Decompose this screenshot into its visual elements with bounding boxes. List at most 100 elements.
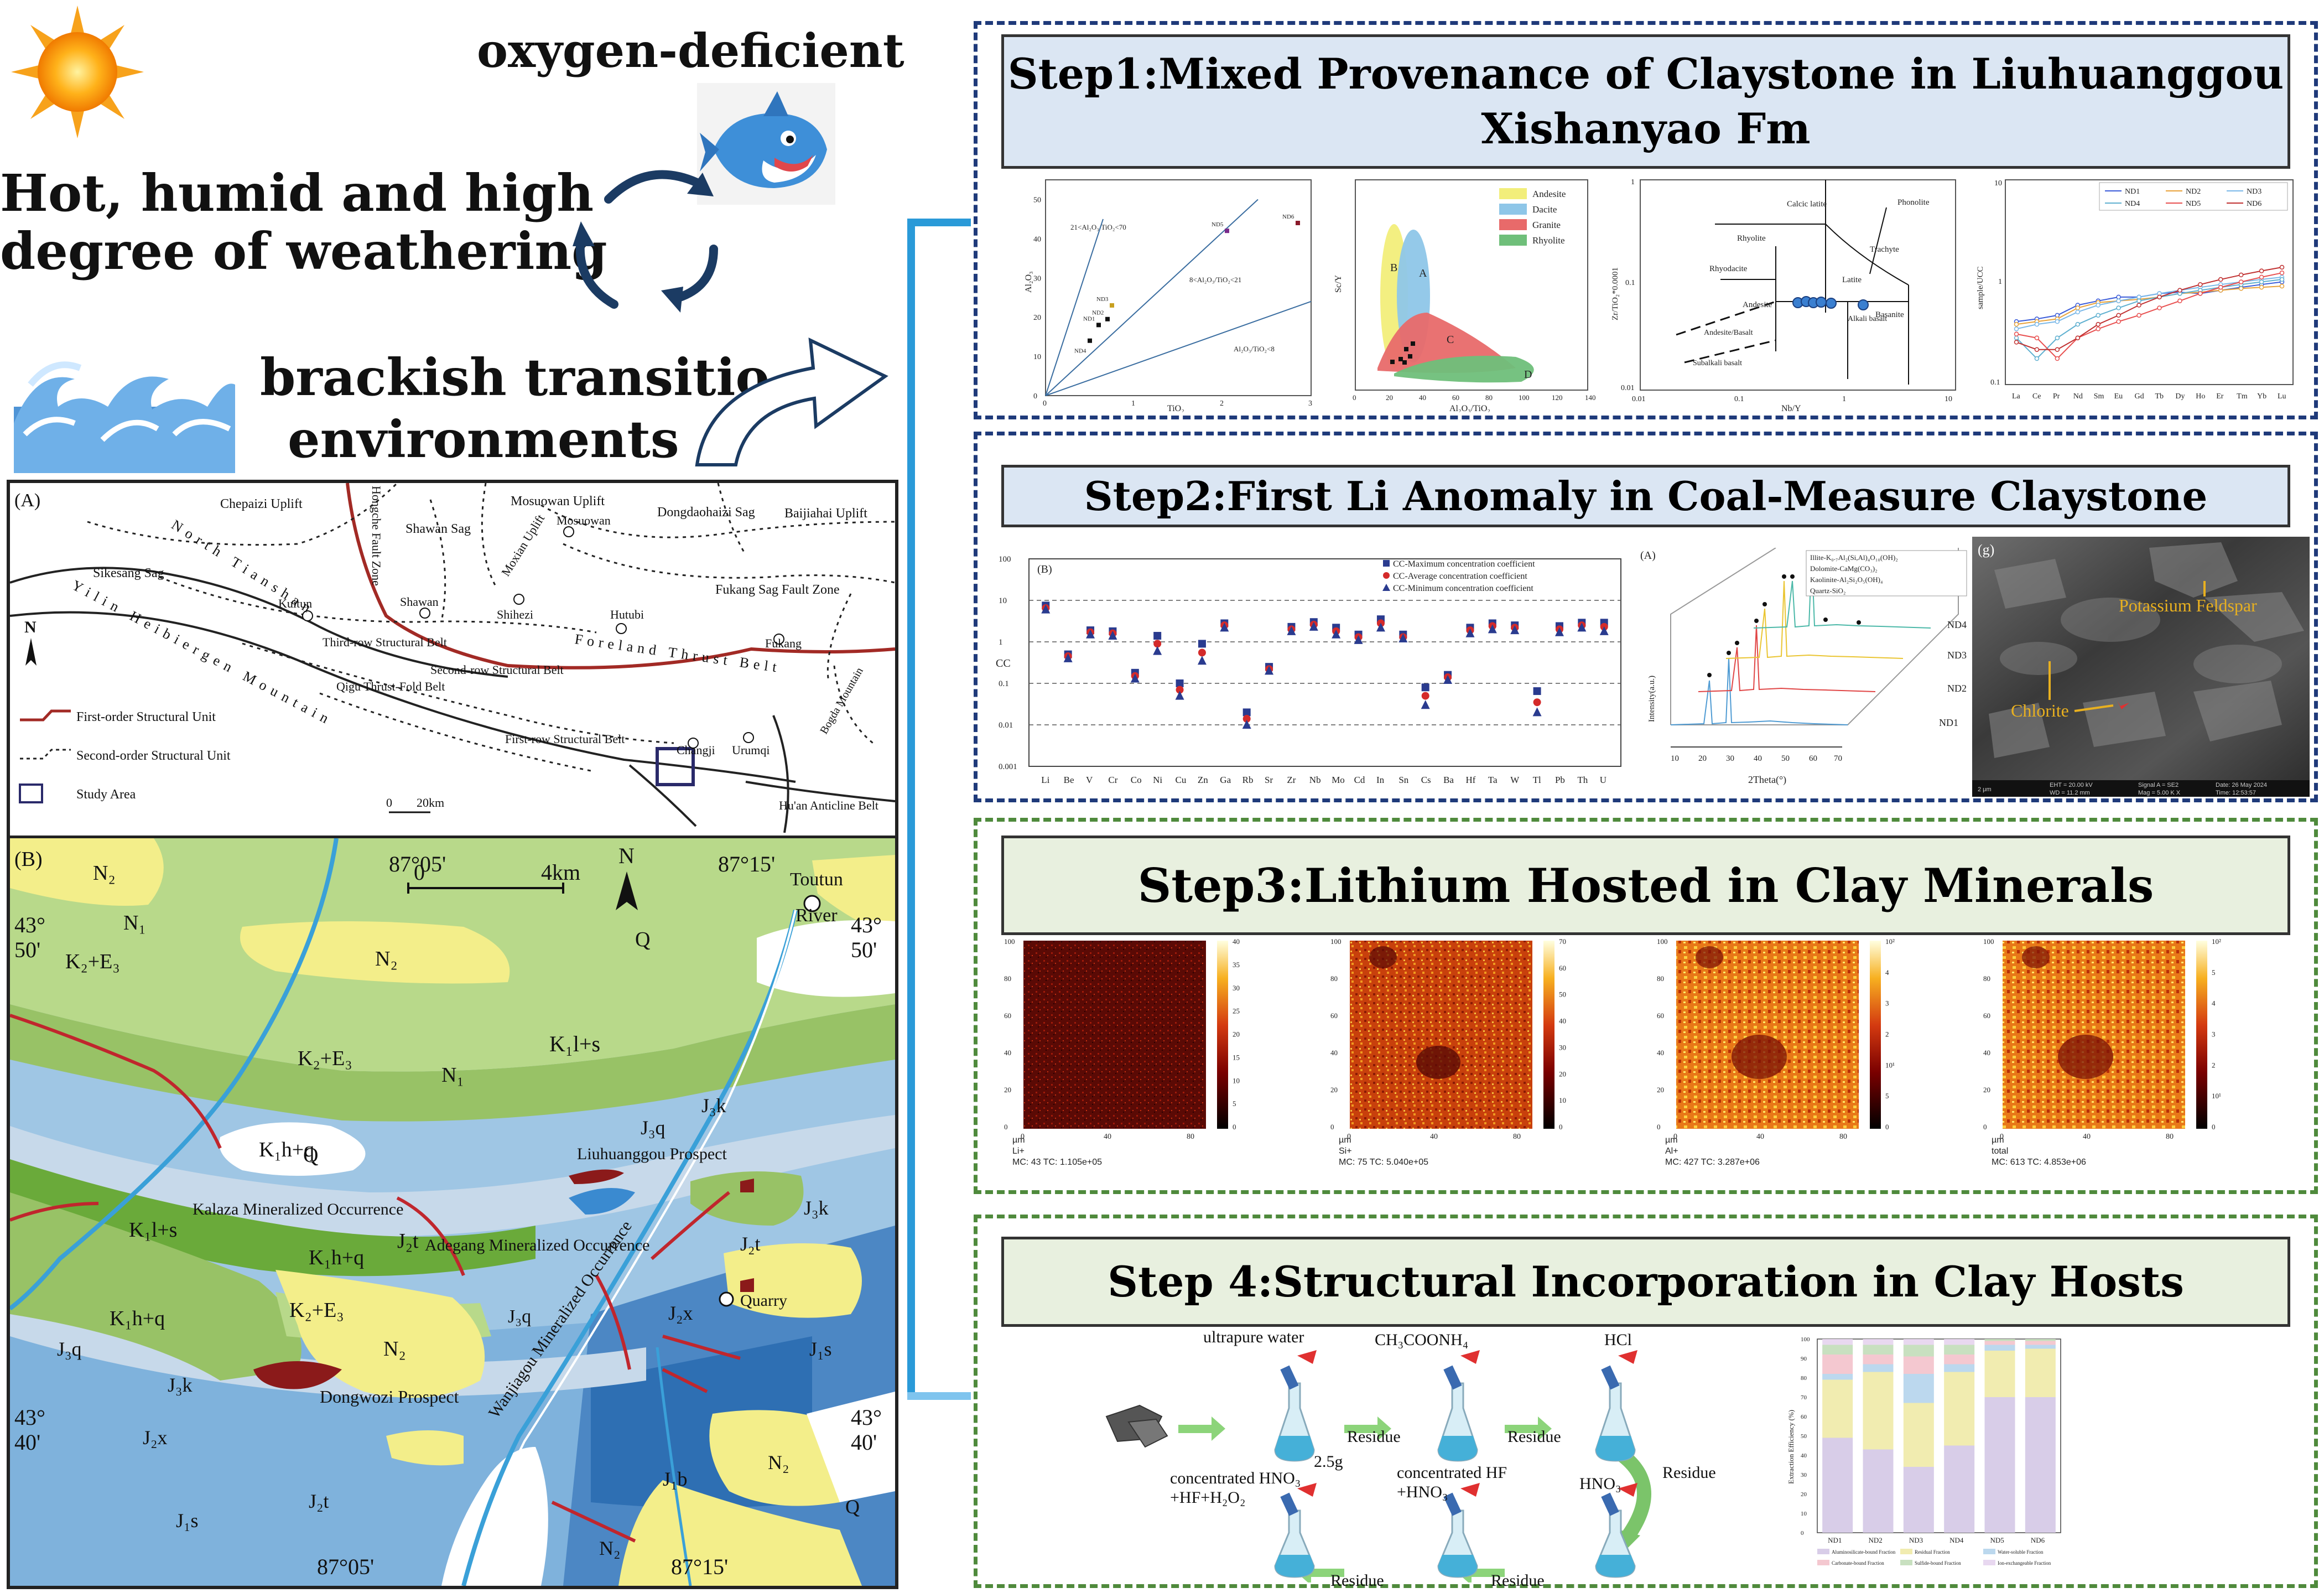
ucc-element: Yb	[2257, 392, 2266, 401]
unit-k1ls-b: K₁l+s	[129, 1218, 177, 1242]
tof-cbar-tick: 10¹	[2212, 1092, 2221, 1100]
residue-1: Residue	[1347, 1428, 1401, 1446]
coord-left-43-b: 43°	[14, 1405, 45, 1430]
tof-cbar-tick: 30	[1233, 984, 1240, 992]
tof-xtick: 0	[1021, 1133, 1025, 1141]
ucc-point	[2116, 298, 2121, 304]
cc-min-point	[1130, 673, 1140, 683]
tof-ytick: 60	[1983, 1011, 1990, 1020]
tio2-point-label: ND4	[1074, 348, 1086, 355]
provenance-legend-label: Dacite	[1532, 204, 1557, 215]
cc-legend-label: CC-Minimum concentration coefficient	[1393, 584, 1533, 593]
ucc-point	[2116, 305, 2121, 310]
bar-segment	[1944, 1339, 1975, 1345]
ucc-y01: 0.1	[1990, 378, 2000, 387]
ucc-point	[2259, 284, 2264, 290]
cc-element: Th	[1577, 775, 1588, 785]
cc-min-point	[1309, 621, 1318, 631]
coord-top-right: 87°15'	[718, 852, 775, 876]
cc-element: In	[1376, 775, 1385, 785]
ucc-point	[2198, 291, 2203, 296]
ucc-element: Gd	[2135, 392, 2144, 401]
winchester-xlabel: Nb/Y	[1781, 404, 1801, 412]
ucc-point	[2157, 294, 2162, 300]
bar-ytick: 0	[1801, 1530, 1804, 1537]
map-a-scale-20: 20km	[417, 796, 444, 810]
ucc-point	[2116, 319, 2121, 324]
bar-legend-label: Aluminosilicate-bound Fraction	[1832, 1549, 1896, 1555]
label-shawan-sag: Shawan Sag	[405, 522, 471, 536]
coord-left-40: 40'	[14, 1430, 40, 1455]
tof-ytick: 40	[1330, 1049, 1338, 1057]
ucc-point	[2034, 347, 2040, 352]
tio2-ytick: 50	[1033, 196, 1041, 204]
xrd-legend-kaolinite: Kaolinite-Al₂Si₂O₅(OH)₄	[1810, 575, 1883, 584]
provenance-xtick: 40	[1419, 393, 1426, 402]
study-area-box	[656, 747, 695, 786]
shark-icon	[697, 83, 835, 205]
ucc-point	[2259, 279, 2264, 284]
tof-map-si	[1350, 941, 1554, 1129]
tio2-xtick: 1	[1131, 399, 1135, 408]
step4-title: Step 4:Structural Incorporation in Clay …	[1001, 1237, 2290, 1327]
tof-ytick: 100	[1657, 937, 1668, 946]
reagent-final-line1: concentrated HNO₃	[1170, 1469, 1301, 1487]
winchester-y0: 0.01	[1621, 384, 1635, 392]
bar-sample-label: ND1	[1828, 1536, 1842, 1544]
ucc-point	[2136, 303, 2141, 308]
unit-j3q-a: J₃q	[641, 1117, 666, 1139]
reagent-ch3coonh4: CH₃COONH₄	[1375, 1331, 1469, 1349]
climate-label-line2: degree of weathering	[0, 221, 607, 281]
ucc-point	[2279, 264, 2285, 270]
tof-xtick: 0	[2000, 1133, 2004, 1141]
oxygen-deficient-label: oxygen-deficient	[477, 23, 904, 78]
unit-k1hq-a: K₁h+q	[259, 1138, 314, 1161]
cc-element: Ni	[1153, 775, 1162, 785]
cc-element: Tl	[1533, 775, 1541, 785]
label-urumqi: Urumqi	[732, 743, 770, 757]
unit-n2-c: N₂	[383, 1337, 406, 1361]
cc-min-point	[1287, 626, 1296, 635]
ucc-point	[2055, 347, 2060, 352]
tio2-zone3: Al₂O₃/TiO₂<8	[1234, 345, 1275, 353]
wave-icon	[14, 346, 235, 473]
bar-legend-label: Residual Fraction	[1915, 1549, 1950, 1555]
xrd-panel-label: (A)	[1640, 549, 1656, 562]
tof-cbar-tick: 10¹	[1885, 1061, 1895, 1069]
ucc-legend-label: ND6	[2247, 200, 2261, 208]
ucc-point	[2238, 286, 2244, 291]
tof-cbar-tick: 5	[1233, 1099, 1236, 1108]
cc-element: Ta	[1488, 775, 1498, 785]
bar-segment	[2025, 1348, 2056, 1397]
tio2-point	[1110, 303, 1114, 308]
coord-left-43-a: 43°	[14, 912, 45, 937]
bar-segment	[2025, 1397, 2056, 1533]
tof-cbar-tick: 4	[2212, 999, 2216, 1008]
tof-xtick: 40	[1104, 1133, 1111, 1141]
label-bogda: Bogda Mountain	[818, 666, 866, 736]
tio2-point-label: ND1	[1083, 315, 1095, 322]
coord-bottom-right: 87°15'	[671, 1554, 728, 1579]
sem-label-chlorite: Chlorite	[2011, 700, 2069, 720]
coord-right-43-b: 43°	[851, 1405, 882, 1430]
tof-cbar-tick: 15	[1233, 1053, 1240, 1061]
connector-line-bottom	[907, 1392, 971, 1400]
ucc-point	[2279, 270, 2285, 276]
bar-segment	[2025, 1345, 2056, 1349]
tio2-xtick: 3	[1308, 399, 1312, 408]
ucc-element: Er	[2216, 392, 2224, 401]
field-d: D	[1524, 369, 1532, 381]
rock-basanite: Basanite	[1875, 310, 1904, 319]
ucc-point	[2218, 284, 2223, 290]
rock-subalkali: Subalkali basalt	[1693, 359, 1742, 367]
unit-n2-b: N₂	[375, 947, 398, 971]
provenance-legend-swatch	[1499, 235, 1527, 246]
bar-sample-label: ND4	[1949, 1536, 1964, 1544]
step1-title: Step1:Mixed Provenance of Claystone in L…	[1001, 34, 2290, 169]
tof-xtick: 80	[1839, 1133, 1847, 1141]
bar-legend-swatch	[1983, 1560, 1995, 1565]
ucc-legend-label: ND1	[2125, 188, 2140, 196]
unit-k2e3-b: K₂+E₃	[298, 1047, 352, 1070]
ucc-point	[2259, 274, 2264, 280]
cc-ytick: 0.01	[999, 721, 1013, 730]
